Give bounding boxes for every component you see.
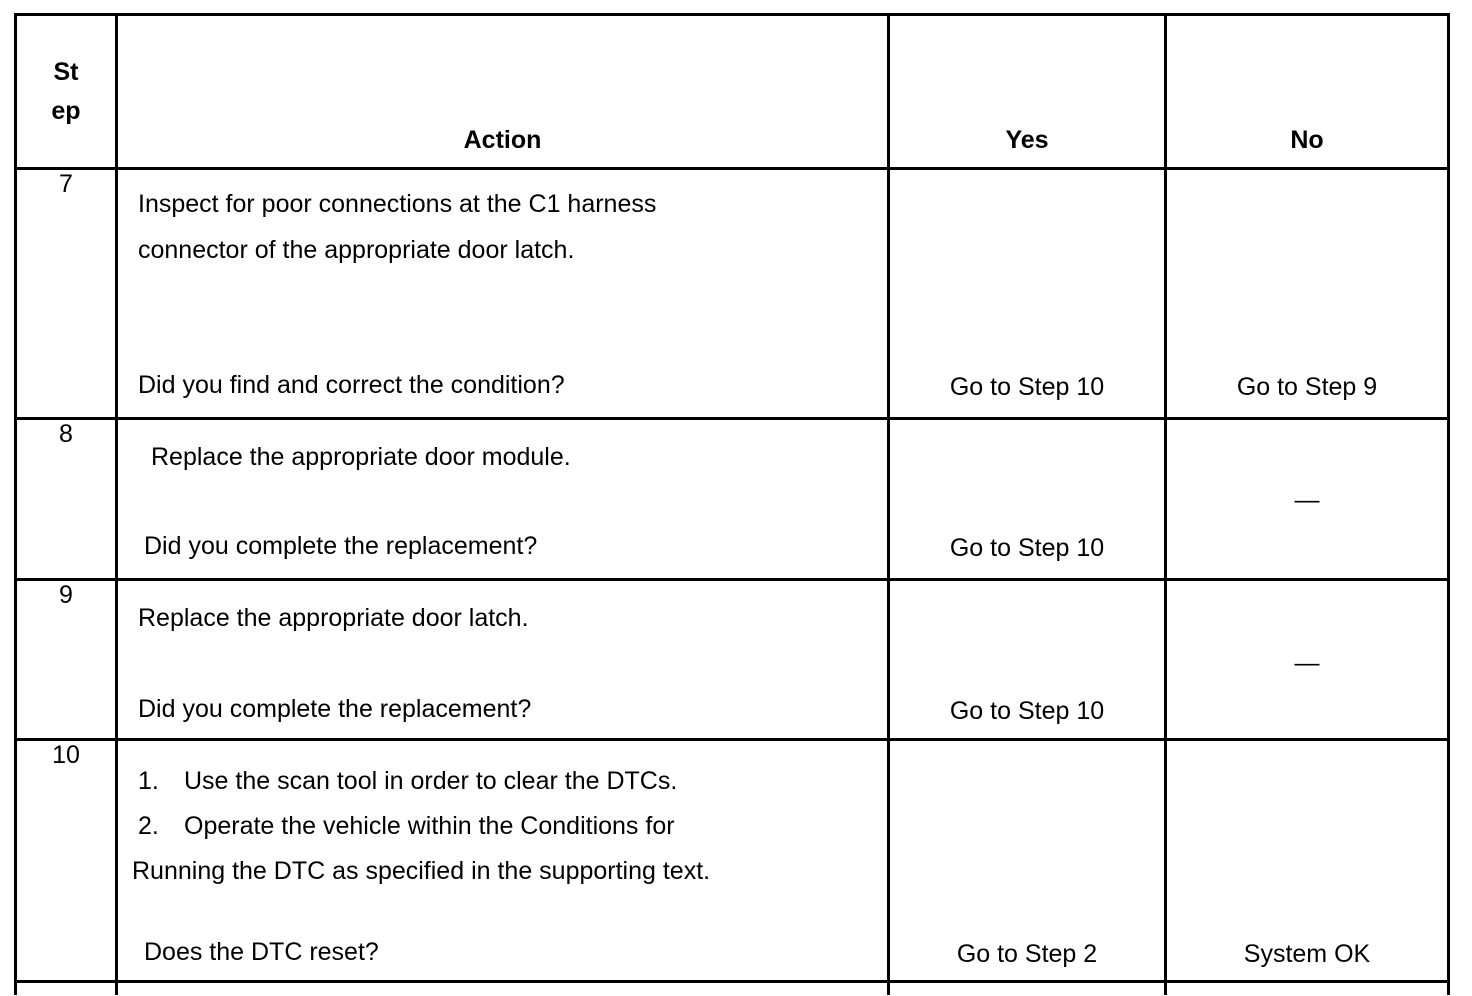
action-line: Replace the appropriate door module. (151, 443, 571, 471)
step-number: 7 (14, 167, 118, 420)
action-cell: Inspect for poor connections at the C1 h… (115, 167, 890, 420)
action-cell-truncated (115, 980, 890, 995)
action-question: Does the DTC reset? (144, 938, 379, 966)
table-row: 7 Inspect for poor connections at the C1… (14, 167, 1450, 420)
yes-cell: Go to Step 10 (887, 578, 1167, 741)
table-row: 10 1. Use the scan tool in order to clear… (14, 738, 1450, 983)
table-row-truncated (14, 980, 1450, 995)
table-header-row: St ep Action Yes No (14, 13, 1450, 170)
action-line: Use the scan tool in order to clear the … (184, 767, 678, 795)
action-cell: Replace the appropriate door latch. Did … (115, 578, 890, 741)
no-cell: System OK (1164, 738, 1450, 983)
action-list-item-2: 2. Operate the vehicle within the Conditi… (138, 814, 675, 839)
list-marker-2: 2. (138, 812, 159, 840)
action-cell: Replace the appropriate door module. Did… (115, 417, 890, 581)
column-header-step: St ep (14, 13, 118, 170)
no-cell: Go to Step 9 (1164, 167, 1450, 420)
column-header-step-line-2: ep (51, 96, 81, 125)
step-cell-truncated (14, 980, 118, 995)
step-number: 8 (14, 417, 118, 581)
yes-value: Go to Step 2 (956, 940, 1098, 968)
no-cell: — (1164, 578, 1450, 741)
diagnostic-step-table: St ep Action Yes No 7 Inspect for poor c… (14, 13, 1450, 995)
yes-value: Go to Step 10 (949, 534, 1105, 562)
no-value: System OK (1243, 940, 1371, 968)
step-number: 9 (14, 578, 118, 741)
yes-cell: Go to Step 10 (887, 417, 1167, 581)
column-header-no: No (1164, 13, 1450, 170)
column-header-yes: Yes (887, 13, 1167, 170)
table-row: 9 Replace the appropriate door latch. Di… (14, 578, 1450, 741)
action-line-continuation: Running the DTC as specified in the supp… (132, 857, 711, 885)
table-row: 8 Replace the appropriate door module. D… (14, 417, 1450, 581)
no-cell: — (1164, 417, 1450, 581)
step-number: 10 (14, 738, 118, 983)
no-value: — (1294, 649, 1320, 677)
no-value: Go to Step 9 (1236, 373, 1378, 401)
no-cell-truncated (1164, 980, 1450, 995)
column-header-step-line-1: St (53, 57, 79, 86)
action-question: Did you complete the replacement? (144, 532, 538, 560)
action-line: Inspect for poor connections at the C1 h… (138, 190, 657, 218)
yes-value: Go to Step 10 (949, 697, 1105, 725)
column-header-action: Action (115, 13, 890, 170)
action-line: connector of the appropriate door latch. (138, 236, 575, 264)
action-list-item-1: 1. Use the scan tool in order to clear th… (138, 769, 677, 794)
yes-value: Go to Step 10 (949, 373, 1105, 401)
action-question: Did you complete the replacement? (138, 695, 532, 723)
yes-cell-truncated (887, 980, 1167, 995)
no-value: — (1294, 486, 1320, 514)
yes-cell: Go to Step 2 (887, 738, 1167, 983)
action-question: Did you find and correct the condition? (138, 371, 565, 399)
yes-cell: Go to Step 10 (887, 167, 1167, 420)
action-line: Operate the vehicle within the Condition… (184, 812, 675, 840)
list-marker-1: 1. (138, 767, 159, 795)
action-cell: 1. Use the scan tool in order to clear th… (115, 738, 890, 983)
action-line: Replace the appropriate door latch. (138, 604, 529, 632)
